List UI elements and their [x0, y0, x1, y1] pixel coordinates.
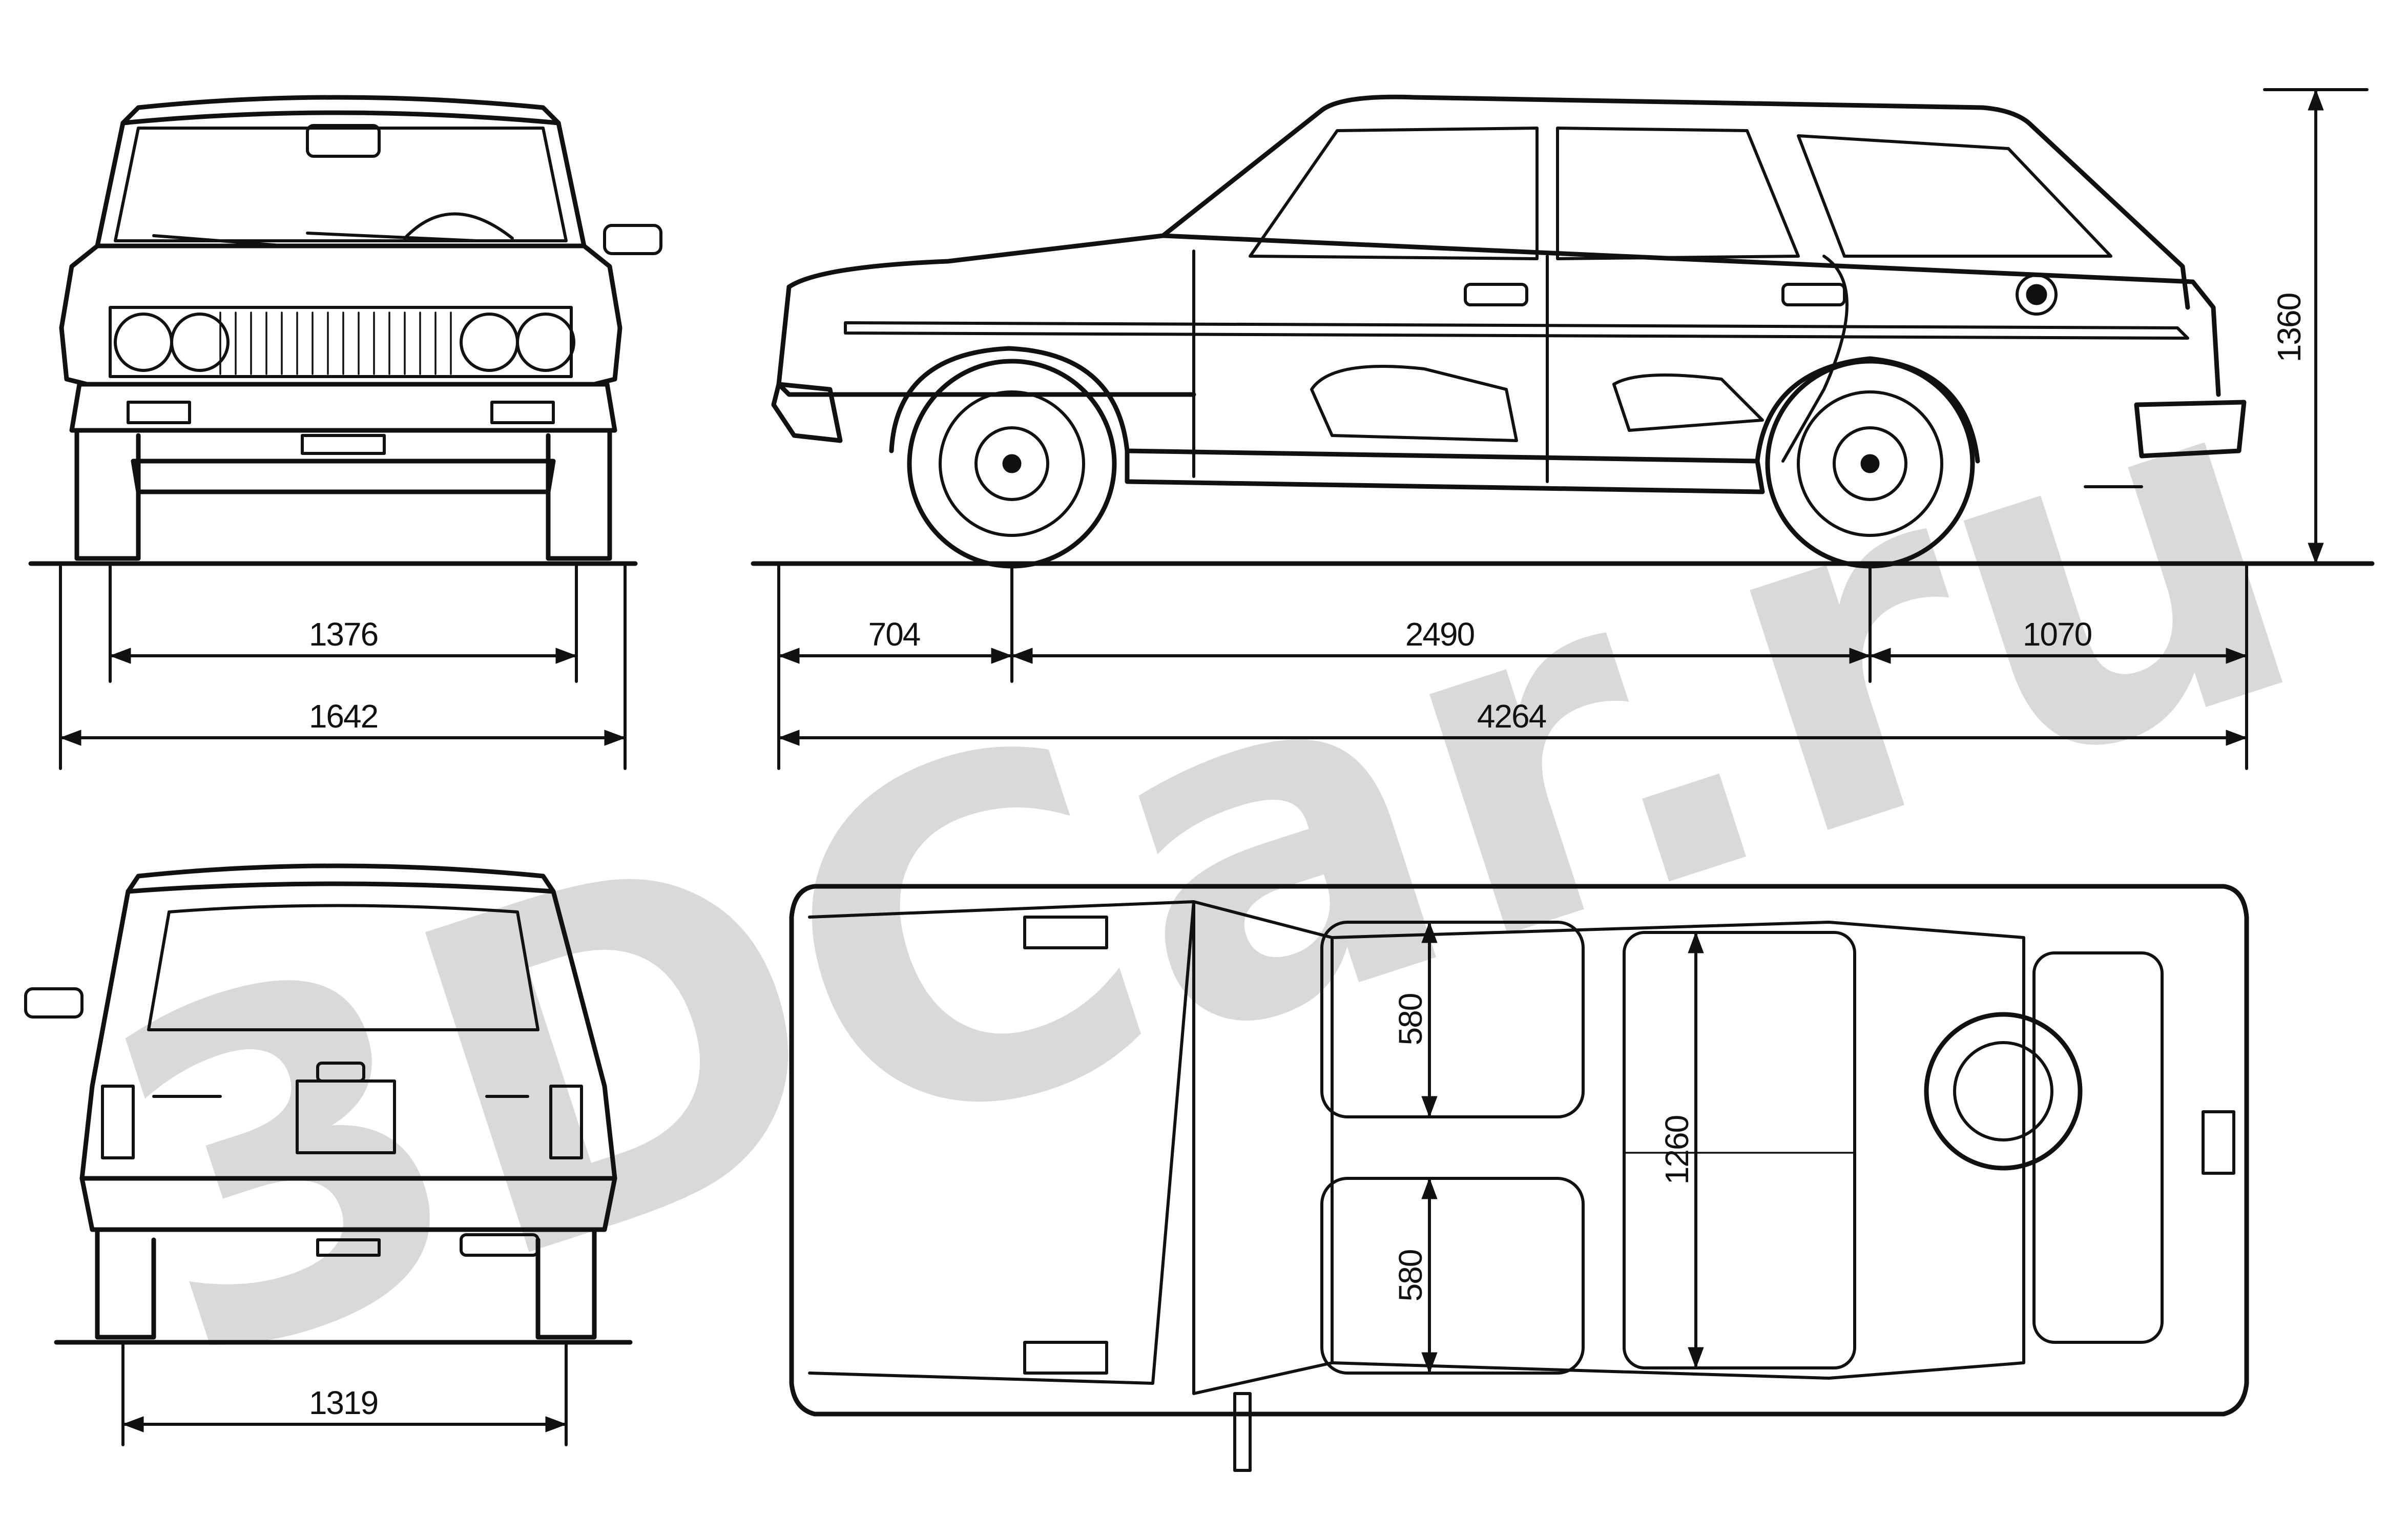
- seat-width-label-1: 580: [1392, 993, 1429, 1045]
- front-door-handle: [1464, 283, 1528, 306]
- arrowhead-icon: [778, 648, 2247, 664]
- hood-line: [786, 233, 1166, 289]
- top-hood: [808, 900, 1195, 1385]
- front-door-window: [1249, 127, 1539, 260]
- front-indicator-right: [490, 401, 555, 424]
- arrowhead-icon: [1688, 932, 1704, 1368]
- spare-wheel-inner: [1953, 1041, 2053, 1141]
- front-windshield-inner: [114, 127, 568, 242]
- top-front-seat-left: [1320, 921, 1585, 1118]
- steering-wheel-icon: [403, 212, 514, 240]
- headlight-icon: [516, 313, 575, 372]
- rear-wheel-arch: [1755, 356, 1980, 464]
- wiper-right: [306, 232, 478, 242]
- rear-plate-light: [316, 1238, 381, 1257]
- rear-overhang-label: 1070: [2023, 616, 2092, 653]
- arrowhead-icon: [110, 648, 577, 664]
- rear-seat-side: [1612, 373, 1764, 432]
- rear-door-handle: [1781, 283, 1846, 306]
- rear-tire-right: [535, 1227, 597, 1340]
- interior-width-label: 1260: [1658, 1115, 1695, 1185]
- rear-door-window: [1556, 127, 1800, 260]
- top-dimensions: [1421, 921, 1704, 1375]
- a-pillar: [1160, 108, 1324, 238]
- rear-view: [24, 863, 633, 1345]
- arrowhead-icon: [778, 730, 2247, 746]
- beltline: [1160, 233, 2221, 397]
- side-mirror-icon: [1233, 1392, 1252, 1472]
- side-trim-strip: [844, 321, 2189, 340]
- front-underbody: [131, 459, 556, 494]
- front-track-label: 1376: [309, 616, 378, 653]
- fuel-cap-icon: [2016, 274, 2058, 316]
- top-vent-2: [1023, 1341, 1108, 1375]
- fuel-cap-center: [2026, 284, 2047, 305]
- arrowhead-icon: [1421, 922, 1438, 1117]
- overall-length-label: 4264: [1477, 698, 1546, 735]
- top-vent-1: [1023, 916, 1108, 949]
- rear-bumper-side: [2134, 400, 2247, 459]
- grille-slats: [219, 311, 452, 375]
- side-dimensions: [777, 88, 2369, 770]
- rear-track-label: 1319: [309, 1384, 378, 1421]
- arrowhead-icon: [2308, 89, 2324, 564]
- headlight-icon: [170, 313, 230, 372]
- front-dimensions: [59, 562, 627, 770]
- front-wheel-arch: [889, 346, 1130, 453]
- front-plate: [301, 434, 386, 455]
- rear-tire-left: [95, 1227, 156, 1340]
- arrowhead-icon: [60, 730, 626, 746]
- rear-bumper: [79, 1176, 617, 1232]
- headlight-icon: [460, 313, 519, 372]
- front-indicator-left: [127, 401, 191, 424]
- front-windshield: [95, 120, 587, 248]
- front-grille: [109, 306, 573, 378]
- tail-light-right: [549, 1085, 583, 1159]
- quarter-window: [1797, 134, 2112, 258]
- side-sill: [1125, 448, 1765, 494]
- front-tire-right: [546, 428, 612, 561]
- front-tire-left: [74, 428, 141, 561]
- tail-light-left: [101, 1085, 135, 1159]
- arrowhead-icon: [122, 1416, 567, 1432]
- top-tailgate-area: [2032, 951, 2164, 1344]
- rear-window: [147, 904, 539, 1031]
- side-view: [751, 94, 2375, 569]
- rearview-mirror-icon: [306, 124, 381, 158]
- front-fender: [776, 284, 1196, 397]
- wheel-icon: [907, 359, 1117, 569]
- side-mirror-icon: [603, 224, 662, 255]
- rear-dimensions: [121, 1341, 568, 1446]
- front-view: [28, 95, 662, 566]
- top-rear-bench: [1623, 931, 1856, 1369]
- overall-width-label: 1642: [309, 698, 378, 735]
- rear-door-edge: [1781, 255, 1849, 463]
- headlight-icon: [114, 313, 173, 372]
- front-bumper-side: [771, 382, 843, 443]
- rear-wiper-icon: [2202, 1110, 2235, 1175]
- front-overhang-label: 704: [868, 616, 920, 653]
- seat-width-label-2: 580: [1392, 1250, 1429, 1301]
- arrowhead-icon: [1421, 1178, 1438, 1374]
- wheel-icon: [1765, 359, 1975, 569]
- overall-height-label: 1360: [2271, 293, 2308, 362]
- side-mirror-icon: [24, 987, 84, 1019]
- side-roof: [1319, 94, 2190, 310]
- top-body-outline: [789, 884, 2249, 1417]
- top-front-seat-right: [1320, 1177, 1585, 1375]
- top-view: [789, 884, 2249, 1472]
- front-bumper: [69, 382, 617, 433]
- front-roof: [120, 95, 561, 126]
- tailgate-handle: [316, 1062, 365, 1083]
- front-seat-side: [1310, 365, 1518, 442]
- spare-wheel-icon: [1924, 1012, 2083, 1171]
- wheelbase-label: 2490: [1405, 616, 1475, 653]
- top-roof-area: [1331, 921, 2025, 1380]
